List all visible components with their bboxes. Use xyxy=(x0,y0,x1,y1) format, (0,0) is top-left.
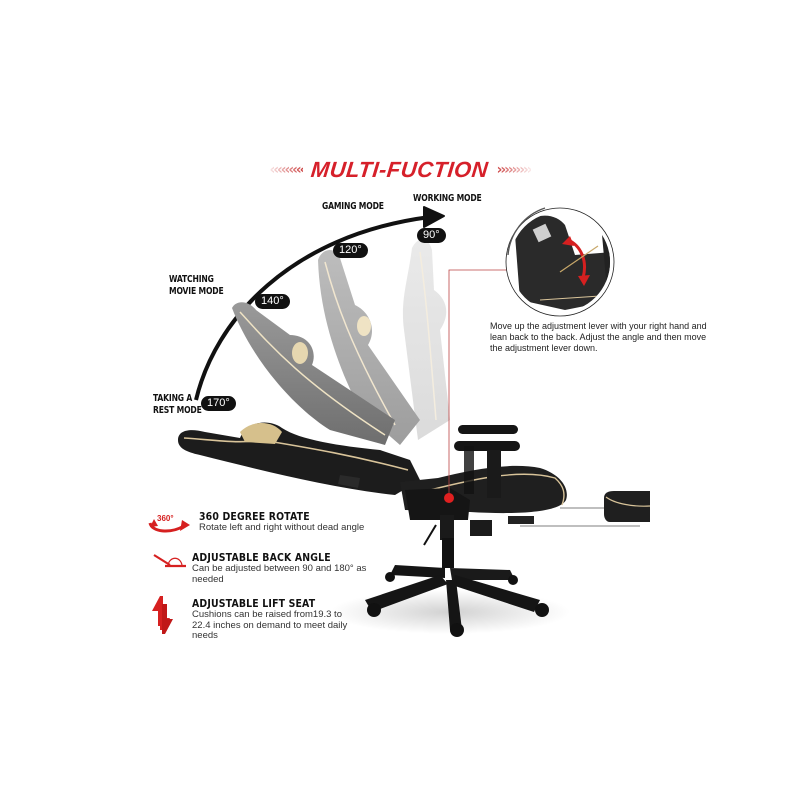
feature-title: ADJUSTABLE LIFT SEAT xyxy=(192,597,316,610)
taking-rest-mode-label: TAKING A REST MODE xyxy=(153,393,202,416)
feature-lift-seat: ADJUSTABLE LIFT SEAT Cushions can be rai… xyxy=(192,597,357,642)
lift-arrows-icon xyxy=(152,596,173,634)
ghost-backrest-90 xyxy=(402,239,450,440)
feature-360-rotate: 360 DEGREE ROTATE Rotate left and right … xyxy=(199,510,449,534)
feature-description: Rotate left and right without dead angle xyxy=(199,522,365,533)
angle-badge-90: 90° xyxy=(417,228,446,243)
working-mode-label: WORKING MODE xyxy=(413,193,482,204)
feature-back-angle: ADJUSTABLE BACK ANGLE Can be adjusted be… xyxy=(192,551,367,585)
lever-detail-inset xyxy=(505,207,615,317)
seat-mechanism xyxy=(405,488,492,536)
reclined-backrest-170 xyxy=(178,422,420,495)
armrests xyxy=(454,425,520,498)
feature-description: Cushions can be raised from19.3 to 22.4 … xyxy=(192,609,348,641)
title-banner: ‹‹‹‹‹‹‹‹‹ MULTI-FUCTION ››››››››› xyxy=(200,150,600,190)
recline-arc-arrow xyxy=(194,206,445,401)
feature-title: 360 DEGREE ROTATE xyxy=(199,510,310,523)
ghost-backrest-140 xyxy=(232,302,395,445)
feature-description: Can be adjusted between 90 and 180° as n… xyxy=(192,563,367,585)
angle-badge-140: 140° xyxy=(255,294,290,309)
gaming-mode-label: GAMING MODE xyxy=(322,201,384,212)
angle-badge-170: 170° xyxy=(201,396,236,411)
lever-instructions: Move up the adjustment lever with your r… xyxy=(490,321,707,353)
gas-lift-cylinder xyxy=(423,515,454,568)
footrest xyxy=(508,491,651,527)
rotate-360-icon: 360° xyxy=(148,514,190,533)
angle-badge-120: 120° xyxy=(333,243,368,258)
lever-connector xyxy=(444,269,512,503)
back-angle-icon xyxy=(153,554,186,568)
watching-movie-mode-label: WATCHING MOVIE MODE xyxy=(169,274,224,297)
left-chevrons-decoration: ‹‹‹‹‹‹‹‹‹ xyxy=(269,162,305,178)
ghost-backrest-120 xyxy=(318,249,420,445)
feature-title: ADJUSTABLE BACK ANGLE xyxy=(192,551,331,564)
right-chevrons-decoration: ››››››››› xyxy=(496,162,533,178)
star-base xyxy=(330,565,570,637)
svg-text:360°: 360° xyxy=(157,514,174,523)
